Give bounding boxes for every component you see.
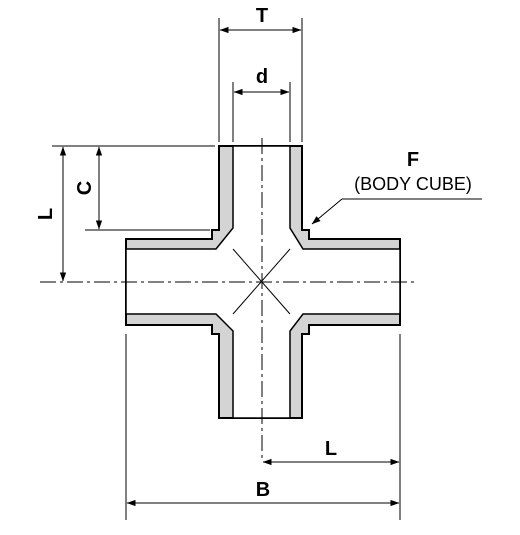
body-cube-label: (BODY CUBE) [354,174,472,194]
d-label: d [256,66,268,88]
l-left-label: L [35,208,57,220]
c-label: C [74,181,96,195]
b-label: B [256,479,270,501]
f-leader-arrow [311,198,343,225]
t-label: T [256,5,268,27]
l-bottom-label: L [325,438,337,460]
f-label: F [407,149,419,171]
